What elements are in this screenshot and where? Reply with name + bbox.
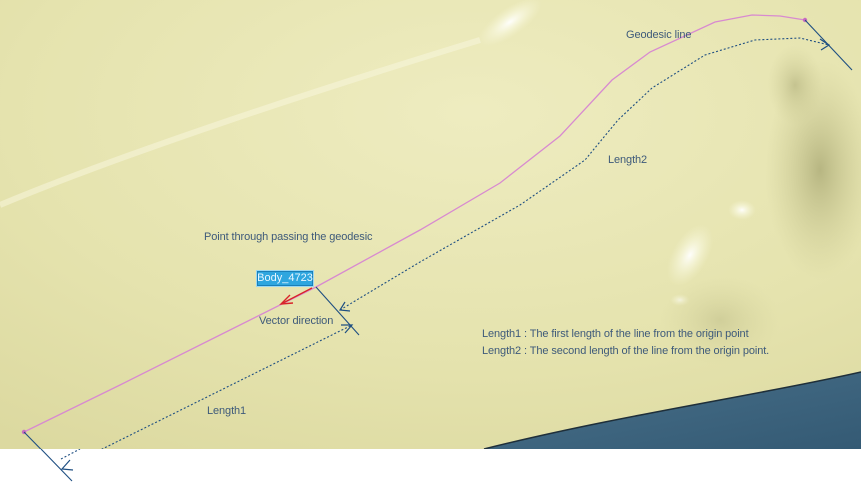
geodesic-line-label: Geodesic line [626,29,692,41]
lower-band [40,449,81,482]
surface-shade [660,275,780,365]
length1-label: Length1 [207,405,247,417]
point-through-label: Point through passing the geodesic [204,231,373,243]
length1-dimension-line [101,324,353,449]
legend-length2: Length2 : The second length of the line … [482,345,770,357]
body-tag[interactable]: Body_4723 [256,270,314,287]
surface-reflection [0,37,481,208]
length1-extension-end [315,286,360,336]
length2-label: Length2 [608,154,648,166]
vector-direction-arrowhead [279,294,294,305]
vector-direction-arrow [282,287,313,304]
geodesic-line [23,14,806,433]
dark-surface-edge [483,371,861,449]
surface-highlight [477,0,543,47]
length1-extension-start [23,431,42,449]
length2-arrow-end [819,38,831,51]
3d-viewport[interactable]: Geodesic line Length2 Point through pass… [0,0,861,449]
length2-arrow-start [338,301,351,312]
length1-arrow-end [341,324,354,334]
surface-shade [767,45,823,125]
legend-length1: Length1 : The first length of the line f… [482,328,749,340]
vector-direction-label: Vector direction [259,315,334,327]
surface-highlight [666,224,714,286]
surface-highlight [728,200,756,220]
geodesic-scene [0,0,861,449]
